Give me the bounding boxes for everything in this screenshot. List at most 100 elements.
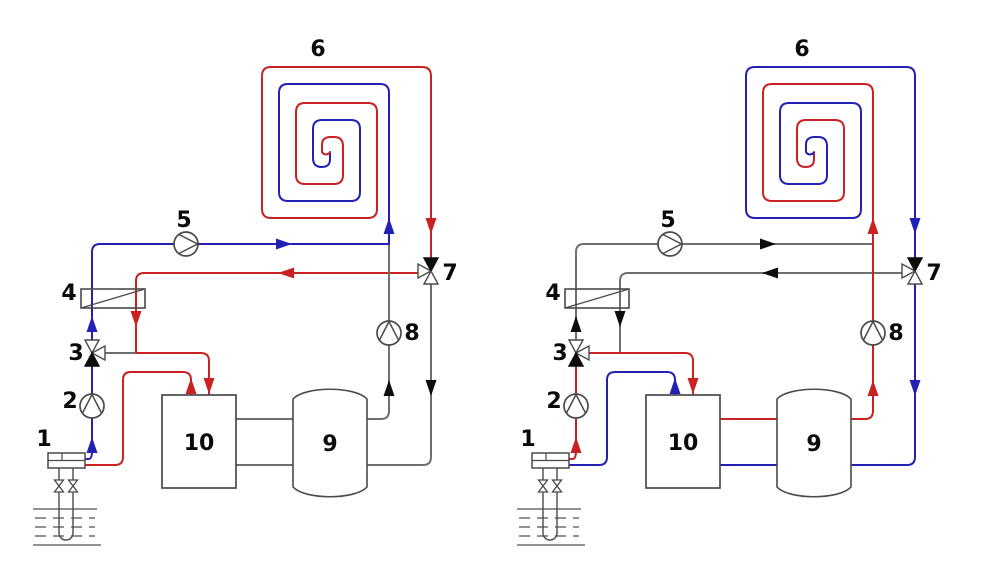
arrow-hp-in — [687, 378, 699, 394]
pump-2-direction — [565, 392, 587, 414]
pipe-exchanger-pump5-line — [91, 243, 390, 290]
valve-7-icon — [901, 257, 924, 285]
heat-pump-10 — [645, 394, 721, 489]
buffer-tank-9 — [776, 388, 852, 498]
exchanger-body — [564, 288, 630, 309]
pipe-valve7-to-tank — [850, 283, 916, 466]
exchanger-diagonal — [80, 288, 146, 309]
component-label-4: 4 — [545, 281, 560, 306]
arrow-valve7-down — [425, 380, 437, 396]
component-label-10: 10 — [668, 431, 699, 456]
exchanger-body — [80, 288, 146, 309]
component-label-8: 8 — [888, 321, 903, 346]
arrow-exch-out — [130, 311, 142, 327]
pipe-valve7-exchanger-return — [619, 272, 903, 354]
pipe-valve7-to-tank — [366, 283, 432, 466]
component-label-8: 8 — [404, 321, 419, 346]
pump-2-body — [79, 393, 105, 419]
arrow-valve7-down — [909, 380, 921, 396]
floor-coil-outer-pipe — [261, 66, 432, 259]
arrow-well-up — [570, 437, 582, 453]
pump-8-icon — [860, 319, 886, 346]
arrow-coil-return — [909, 218, 921, 234]
pump-8-direction — [862, 319, 884, 341]
arrow-well-up — [86, 437, 98, 453]
pump-2-body — [563, 393, 589, 419]
arrow-pump5-flow — [276, 238, 292, 250]
pump-8-icon — [376, 319, 402, 346]
well-u-bend — [58, 532, 74, 541]
component-label-1: 1 — [36, 427, 51, 452]
valve-7-icon — [417, 257, 440, 285]
component-label-2: 2 — [62, 389, 77, 414]
component-label-9: 9 — [322, 432, 337, 457]
valve-3-bottom-port — [83, 351, 101, 367]
heat-pump-10 — [161, 394, 237, 489]
pump-2-icon — [79, 392, 105, 419]
buffer-tank-9 — [292, 388, 368, 498]
pump-5-body — [173, 231, 199, 257]
pump-5-direction — [662, 233, 684, 255]
pump-5-icon — [173, 231, 200, 257]
shutoff-valve-icon — [537, 479, 549, 493]
well-u-bend — [542, 532, 558, 541]
pipe-valve7-exchanger-return — [135, 272, 419, 354]
component-label-3: 3 — [68, 341, 83, 366]
pump-5-icon — [657, 231, 684, 257]
arrow-exch-in — [570, 316, 582, 332]
valve-3-bottom-port — [567, 351, 585, 367]
pipe-junction-to-heatpump — [135, 352, 210, 396]
floor-coil-center-bend — [321, 151, 331, 156]
component-label-5: 5 — [176, 208, 191, 233]
arrow-pump8-flow — [383, 380, 395, 396]
arrow-hp-out — [669, 378, 681, 394]
arrow-pump5-flow — [760, 238, 776, 250]
heat-exchanger-4-icon — [80, 288, 146, 309]
component-label-3: 3 — [552, 341, 567, 366]
valve-3-top-port — [83, 339, 101, 355]
component-label-2: 2 — [546, 389, 561, 414]
pump-8-body — [376, 320, 402, 346]
component-label-1: 1 — [520, 427, 535, 452]
component-label-7: 7 — [926, 261, 941, 286]
pipe-junction-to-heatpump — [619, 352, 694, 396]
exchanger-diagonal — [564, 288, 630, 309]
component-label-6: 6 — [310, 37, 325, 62]
component-label-5: 5 — [660, 208, 675, 233]
shutoff-valve-icon — [67, 479, 79, 493]
heat-exchanger-4-icon — [564, 288, 630, 309]
valve-7-top-port — [906, 257, 924, 273]
arrow-hp-in — [203, 378, 215, 394]
arrow-pump8-flow — [867, 380, 879, 396]
floor-coil-inner-pipe — [278, 83, 390, 245]
valve-3-top-port — [567, 339, 585, 355]
well-1-icon — [517, 452, 585, 546]
pump-5-body — [657, 231, 683, 257]
floor-coil-center-bend — [805, 151, 815, 156]
component-label-10: 10 — [184, 431, 215, 456]
arrow-exch-out — [614, 311, 626, 327]
valve-7-side-port — [901, 262, 917, 280]
valve-3-side-port — [90, 344, 106, 362]
pump-8-body — [860, 320, 886, 346]
pipe-heatpump-out-to-well — [84, 371, 192, 466]
valve-7-top-port — [422, 257, 440, 273]
component-label-4: 4 — [61, 281, 76, 306]
arrow-return-left — [278, 267, 294, 279]
arrow-exch-in — [86, 316, 98, 332]
component-label-9: 9 — [806, 432, 821, 457]
shutoff-valve-icon — [551, 479, 563, 493]
pump-2-icon — [563, 392, 589, 419]
valve-3-side-port — [574, 344, 590, 362]
valve-7-bottom-port — [422, 269, 440, 285]
arrow-return-left — [762, 267, 778, 279]
pipe-tank-pump8-line — [366, 243, 390, 420]
arrow-coil-return — [425, 218, 437, 234]
well-1-icon — [33, 452, 101, 546]
shutoff-valve-icon — [53, 479, 65, 493]
valve-7-bottom-port — [906, 269, 924, 285]
pipe-tank-pump8-line — [850, 243, 874, 420]
